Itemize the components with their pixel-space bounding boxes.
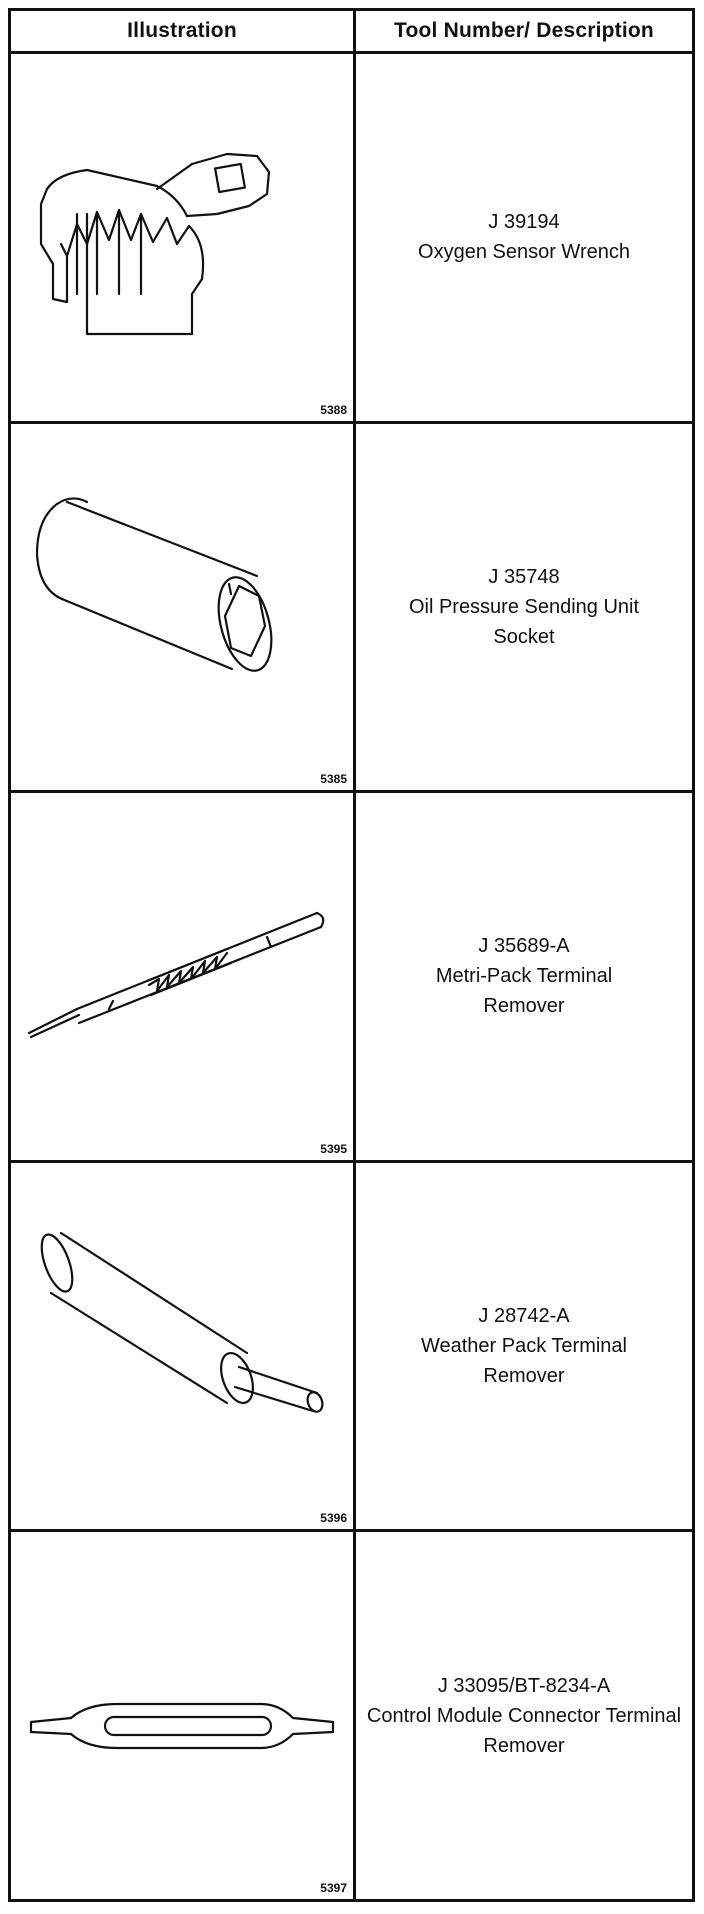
tool-table: Illustration Tool Number/ Description <box>8 8 695 1902</box>
figure-number: 5395 <box>320 1141 347 1156</box>
tool-description: Metri-Pack Terminal Remover <box>435 965 613 1018</box>
table-row: 5385 J 35748 Oil Pressure Sending Unit S… <box>8 420 695 794</box>
figure-number: 5396 <box>320 1511 347 1526</box>
tool-number: J 28742-A <box>478 1305 570 1328</box>
tool-description: Oxygen Sensor Wrench <box>418 241 630 264</box>
description-cell: J 28742-A Weather Pack Terminal Remover <box>353 1159 695 1533</box>
description-cell: J 33095/BT-8234-A Control Module Connect… <box>353 1529 695 1902</box>
header-tool-description: Tool Number/ Description <box>353 8 695 54</box>
tool-description: Weather Pack Terminal Remover <box>420 1335 627 1388</box>
illustration-cell: 5395 <box>8 790 356 1163</box>
figure-number: 5397 <box>320 1881 347 1895</box>
flat-blade-tool-icon <box>29 1703 335 1750</box>
tool-number: J 35748 <box>488 565 560 588</box>
crowfoot-wrench-icon <box>39 152 271 336</box>
tool-description: Control Module Connector Terminal Remove… <box>366 1704 682 1757</box>
table-row: 5395 J 35689-A Metri-Pack Terminal Remov… <box>8 790 695 1163</box>
table-row: 5397 J 33095/BT-8234-A Control Module Co… <box>8 1529 695 1902</box>
illustration-cell: 5388 <box>8 51 356 424</box>
illustration-cell: 5397 <box>8 1529 356 1902</box>
cylinder-tool-icon <box>40 1231 324 1413</box>
tool-number: J 39194 <box>488 211 560 234</box>
figure-number: 5385 <box>320 772 347 787</box>
tool-number: J 35689-A <box>478 935 570 958</box>
tool-description: Oil Pressure Sending Unit Socket <box>408 595 640 648</box>
illustration-cell: 5385 <box>8 420 356 794</box>
table-row: 5396 J 28742-A Weather Pack Terminal Rem… <box>8 1159 695 1533</box>
socket-icon <box>35 496 273 672</box>
tool-number: J 33095/BT-8234-A <box>437 1674 611 1697</box>
description-cell: J 35748 Oil Pressure Sending Unit Socket <box>353 420 695 794</box>
table-row: 5388 J 39194 Oxygen Sensor Wrench <box>8 51 695 424</box>
header-illustration: Illustration <box>8 8 356 54</box>
description-cell: J 35689-A Metri-Pack Terminal Remover <box>353 790 695 1163</box>
header-row: Illustration Tool Number/ Description <box>8 8 695 54</box>
figure-number: 5388 <box>320 402 347 417</box>
illustration-cell: 5396 <box>8 1159 356 1533</box>
pick-tool-icon <box>27 912 325 1039</box>
description-cell: J 39194 Oxygen Sensor Wrench <box>353 51 695 424</box>
